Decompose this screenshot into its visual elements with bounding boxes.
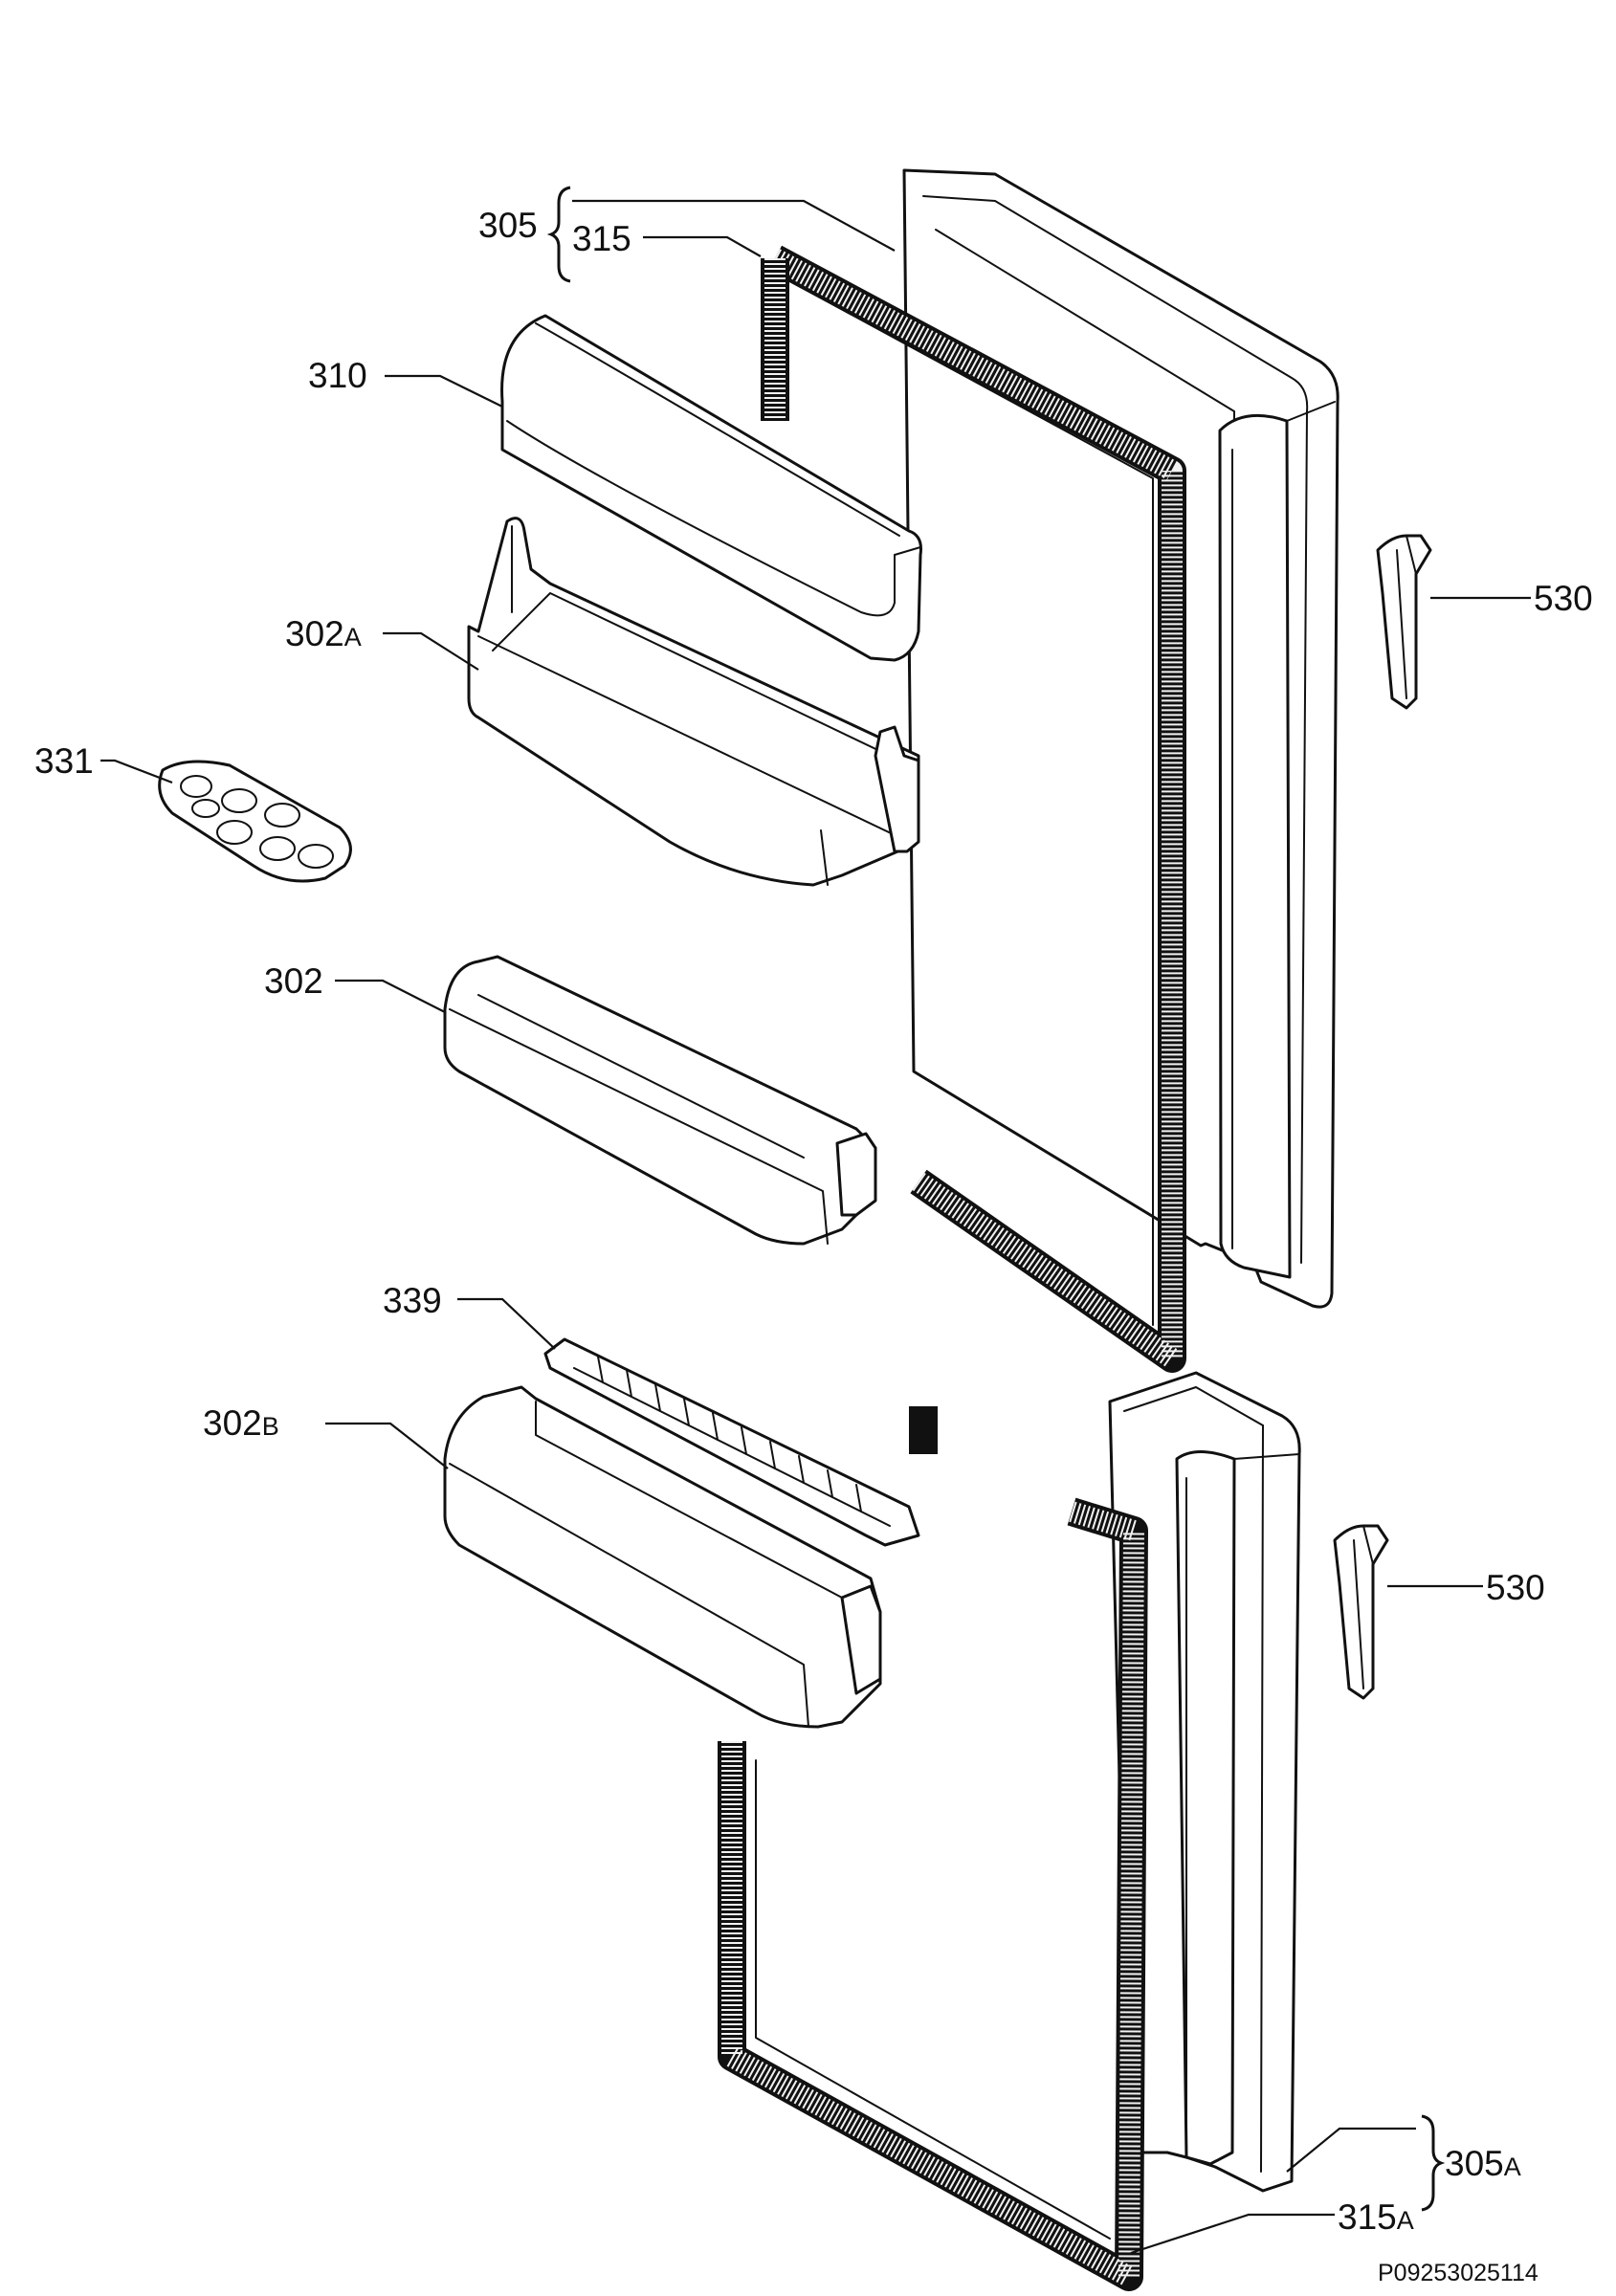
label-530-lower: 530 [1486, 1568, 1545, 1607]
label-305: 305 [478, 206, 538, 245]
label-305a-number: 305 [1445, 2144, 1504, 2183]
dairy-compartment-cover [500, 314, 922, 662]
label-310: 310 [308, 356, 367, 395]
label-315: 315 [572, 219, 631, 258]
leader-315a [1130, 2213, 1335, 2255]
brace-305a [1421, 2114, 1446, 2212]
label-302b-suffix: B [262, 1412, 279, 1441]
lower-door [1108, 1371, 1301, 2193]
egg-tray [158, 760, 352, 883]
leader-310 [385, 374, 503, 408]
label-315a-suffix: A [1397, 2206, 1414, 2235]
upper-door [902, 168, 1339, 1309]
label-302a-number: 302 [285, 614, 344, 653]
upper-gasket [761, 245, 1186, 1373]
bottle-guard [543, 1337, 920, 1547]
label-530-upper: 530 [1534, 579, 1593, 618]
label-302b: 302B [203, 1403, 279, 1443]
lower-handle [1333, 1524, 1389, 1700]
label-339: 339 [383, 1281, 442, 1320]
door-shelf-302 [443, 955, 877, 1246]
label-315a-number: 315 [1338, 2197, 1397, 2237]
label-305a: 305A [1445, 2144, 1521, 2183]
label-331: 331 [34, 741, 94, 781]
label-302: 302 [264, 961, 323, 1001]
brace-305 [546, 186, 571, 283]
leader-302 [335, 979, 446, 1013]
leader-315 [643, 235, 762, 257]
leader-331 [100, 759, 173, 784]
leader-339 [457, 1297, 556, 1350]
leader-lines [100, 199, 1531, 2255]
label-302a: 302A [285, 614, 362, 653]
door-shelf-302a [467, 517, 920, 887]
leader-305a [1286, 2127, 1416, 2173]
label-302a-suffix: A [344, 623, 362, 651]
leader-302a [383, 631, 479, 671]
label-315a: 315A [1338, 2197, 1414, 2237]
bottle-guard-slats [597, 1356, 862, 1512]
upper-handle [1376, 534, 1432, 710]
door-shelf-302b [443, 1385, 882, 1729]
drawing-code: P09253025114 [1378, 2260, 1539, 2286]
label-302b-number: 302 [203, 1403, 262, 1443]
leader-305 [572, 199, 896, 252]
lower-gasket [718, 1406, 1148, 2291]
leader-302b [325, 1422, 449, 1469]
label-305a-suffix: A [1504, 2152, 1521, 2181]
